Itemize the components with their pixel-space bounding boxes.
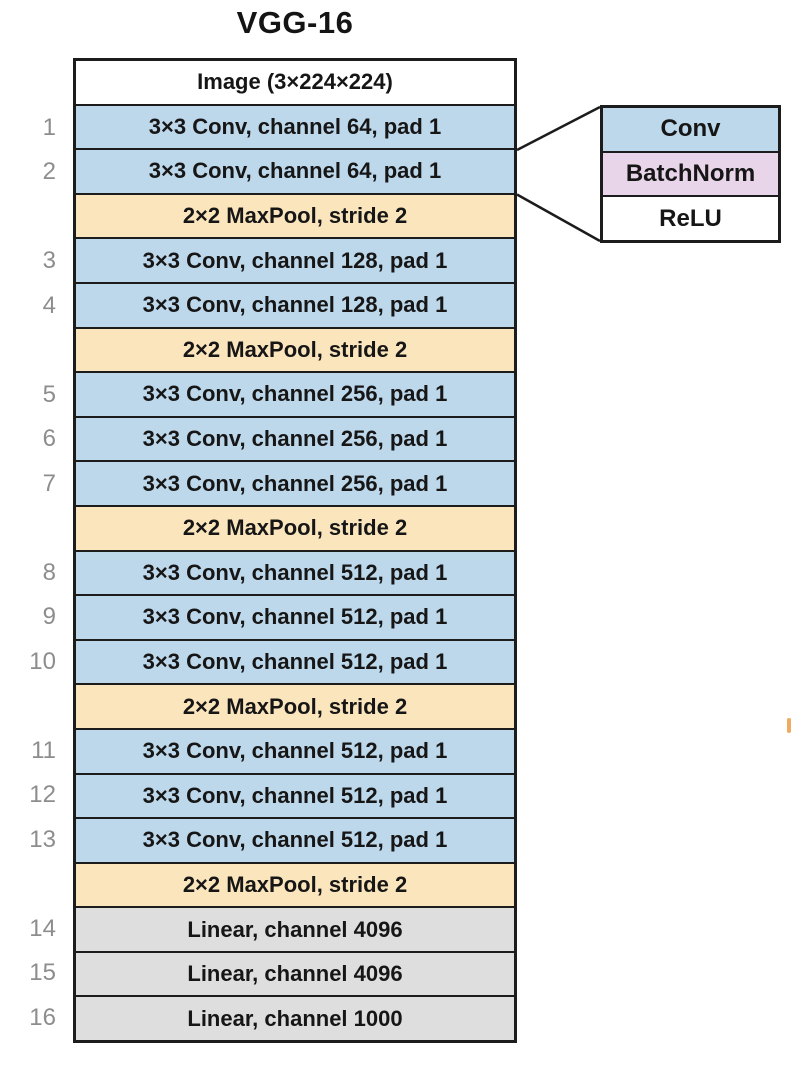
layer-row-maxpool: 2×2 MaxPool, stride 2: [76, 504, 514, 550]
layer-row-linear-15: Linear, channel 4096: [76, 950, 514, 996]
layer-number: 1: [42, 113, 56, 141]
layer-number: 6: [42, 425, 56, 453]
layer-number: 5: [42, 380, 56, 408]
layer-row-conv-1: 3×3 Conv, channel 64, pad 1: [76, 103, 514, 149]
layer-row-conv-11: 3×3 Conv, channel 512, pad 1: [76, 727, 514, 773]
layer-number: 3: [42, 247, 56, 275]
layer-number: 9: [42, 603, 56, 631]
layer-number: 14: [29, 914, 56, 942]
layer-number: 11: [31, 736, 56, 764]
layer-row-linear-16: Linear, channel 1000: [76, 995, 514, 1041]
layer-number: [0, 195, 62, 240]
layer-row-conv-6: 3×3 Conv, channel 256, pad 1: [76, 415, 514, 461]
layer-number: [0, 506, 62, 551]
layer-number: 8: [42, 558, 56, 586]
layer-row-conv-3: 3×3 Conv, channel 128, pad 1: [76, 237, 514, 282]
connector-line-bottom: [516, 193, 601, 243]
layer-row-conv-2: 3×3 Conv, channel 64, pad 1: [76, 148, 514, 193]
layer-row-maxpool: 2×2 MaxPool, stride 2: [76, 326, 514, 372]
layer-number: 12: [29, 781, 56, 809]
layer-number: 7: [42, 469, 56, 497]
layer-row-maxpool: 2×2 MaxPool, stride 2: [76, 861, 514, 907]
detail-row-conv: Conv: [603, 108, 778, 151]
layer-number: [0, 328, 62, 373]
layer-number: 15: [29, 959, 56, 987]
layer-number: [0, 684, 62, 729]
layer-row-maxpool: 2×2 MaxPool, stride 2: [76, 683, 514, 728]
layer-row-linear-14: Linear, channel 4096: [76, 906, 514, 951]
layer-number: 4: [42, 291, 56, 319]
layer-row-maxpool: 2×2 MaxPool, stride 2: [76, 192, 514, 238]
detail-row-batchnorm: BatchNorm: [603, 150, 778, 196]
layer-row-conv-10: 3×3 Conv, channel 512, pad 1: [76, 638, 514, 684]
layer-number: 2: [42, 158, 56, 186]
connector-line-top: [516, 105, 601, 152]
layer-row-conv-7: 3×3 Conv, channel 256, pad 1: [76, 460, 514, 505]
layer-number: [0, 61, 62, 106]
layer-row-conv-12: 3×3 Conv, channel 512, pad 1: [76, 772, 514, 818]
layer-row-conv-5: 3×3 Conv, channel 256, pad 1: [76, 371, 514, 416]
layer-stack: Image (3×224×224)3×3 Conv, channel 64, p…: [73, 58, 517, 1043]
layer-row-conv-13: 3×3 Conv, channel 512, pad 1: [76, 817, 514, 862]
layer-number: 13: [29, 825, 56, 853]
detail-row-relu: ReLU: [603, 195, 778, 241]
layer-row-conv-8: 3×3 Conv, channel 512, pad 1: [76, 549, 514, 595]
layer-row-conv-4: 3×3 Conv, channel 128, pad 1: [76, 281, 514, 327]
layer-number: [0, 862, 62, 907]
diagram-title: VGG-16: [236, 5, 354, 40]
layer-number: 10: [29, 647, 56, 675]
stray-mark: [787, 718, 791, 733]
layer-row-conv-9: 3×3 Conv, channel 512, pad 1: [76, 594, 514, 639]
layer-row-input: Image (3×224×224): [76, 61, 514, 104]
layer-number: 16: [29, 1003, 56, 1031]
